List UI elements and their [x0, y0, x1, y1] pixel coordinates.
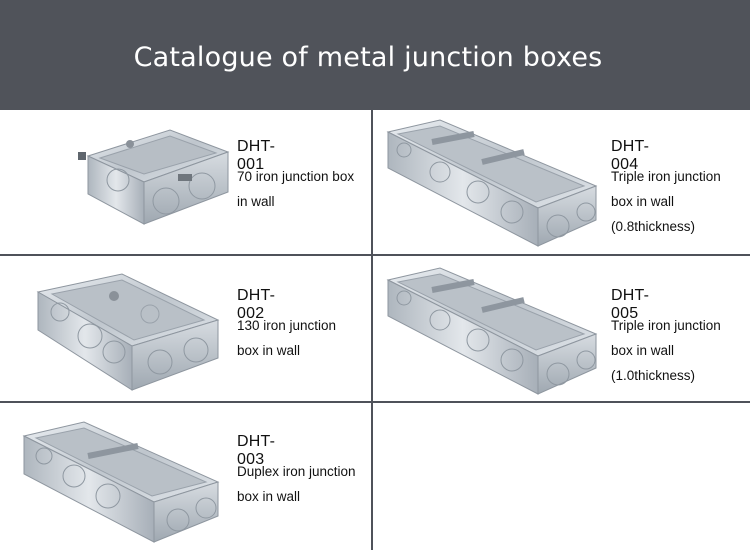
product-code: DHT-004	[611, 138, 650, 173]
page-title: Catalogue of metal junction boxes	[133, 41, 603, 73]
product-description: 130 iron junction box in wall	[237, 318, 337, 358]
product-code: DHT-003	[237, 433, 276, 468]
product-code: DHT-002	[237, 287, 276, 322]
column-divider	[371, 110, 373, 550]
junction-box-triple-08-image	[386, 119, 598, 247]
product-code: DHT-005	[611, 287, 650, 322]
junction-box-triple-10-image	[386, 267, 598, 395]
junction-box-130-image	[36, 273, 220, 391]
junction-box-duplex-image	[22, 421, 220, 543]
product-code: DHT-001	[237, 138, 276, 173]
product-description: Triple iron junction box in wall (0.8thi…	[611, 169, 721, 234]
header-banner: Catalogue of metal junction boxes	[0, 0, 750, 110]
junction-box-70-image	[78, 129, 230, 225]
row-divider	[0, 254, 750, 256]
product-description: Triple iron junction box in wall (1.0thi…	[611, 318, 721, 383]
product-description: Duplex iron junction box in wall	[237, 464, 356, 504]
row-divider	[0, 401, 750, 403]
product-description: 70 iron junction box in wall	[237, 169, 355, 209]
